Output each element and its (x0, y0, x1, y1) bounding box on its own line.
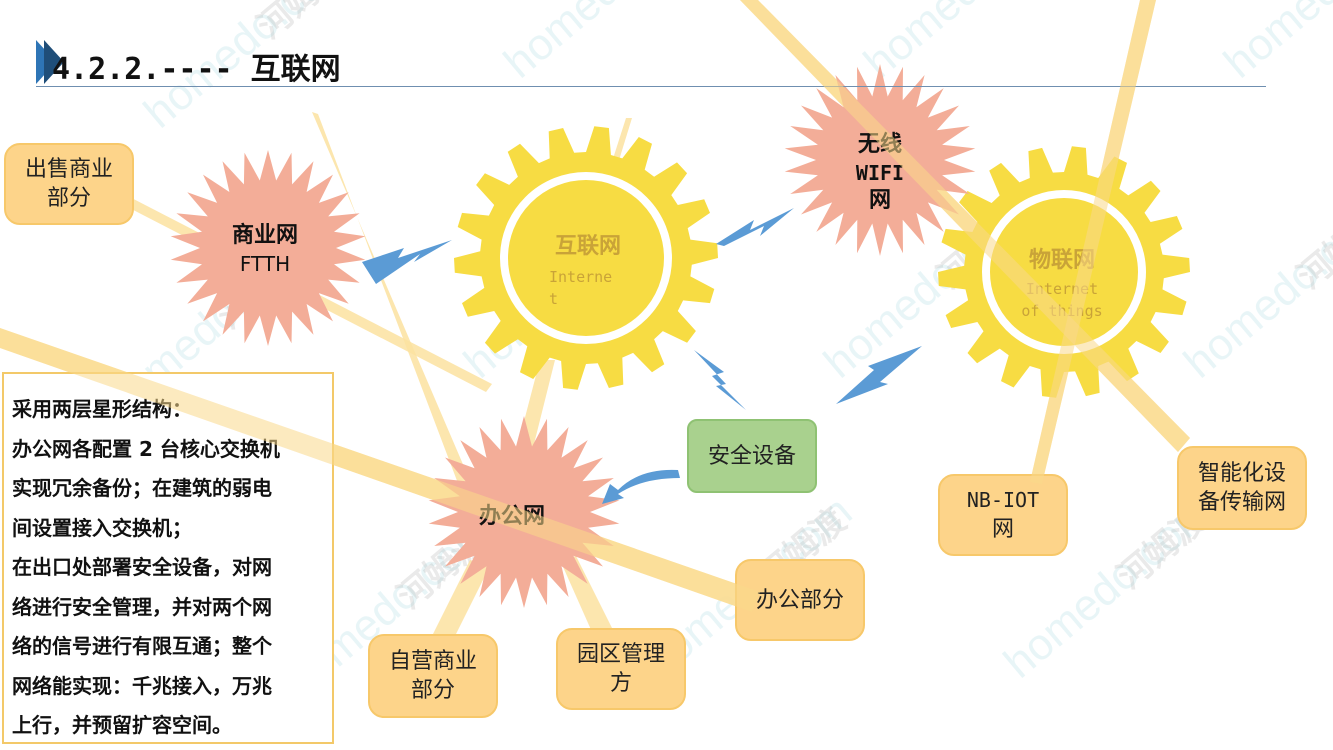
internet-label-en-line1: Interne (549, 268, 613, 286)
park-management-line1: 园区管理 (576, 642, 665, 667)
smart-device-line2: 备传输网 (1197, 490, 1286, 515)
self-operated-box: 自营商业部分 (368, 634, 498, 718)
internet-label-en: Interne t (549, 266, 612, 310)
office-net-label: 办公网 (478, 504, 545, 529)
nbiot-box: NB-IOT 网 (938, 474, 1068, 556)
security-device-box: 安全设备 (687, 419, 817, 493)
title-divider (36, 86, 1266, 87)
wireless-label: 无线 WIFI 网 (820, 131, 940, 215)
iot-label-en-line1: Internet (1025, 280, 1099, 298)
description-line: 在出口处部署安全设备，对网 (12, 555, 272, 579)
office-dept-label: 办公部分 (755, 587, 844, 613)
lightning-bolt-icon (362, 240, 452, 284)
commercial-net-label: 商业网 FTTH (205, 222, 325, 278)
sales-box-line2: 部分 (46, 186, 91, 211)
description-line: 上行，并预留扩容空间。 (12, 713, 232, 737)
park-management-line2: 方 (609, 671, 632, 696)
watermark-text: homedo.com (495, 0, 721, 88)
description-line: 络进行安全管理，并对两个网 (12, 594, 272, 619)
description-line: 办公网各配置 2 台核心交换机 (12, 436, 280, 461)
commercial-net-label-line1: 商业网 (231, 223, 298, 248)
wireless-label-line3: 网 (868, 188, 891, 213)
sales-box-line1: 出售商业 (24, 157, 113, 182)
watermark-text: homedo.com (1215, 0, 1333, 88)
security-device-label: 安全设备 (707, 443, 796, 469)
self-operated-line2: 部分 (410, 678, 455, 703)
lightning-bolt-icon (716, 208, 794, 246)
iot-label-en: Internet of things (1002, 278, 1122, 322)
smart-device-line1: 智能化设 (1197, 461, 1286, 486)
description-line: 络的信号进行有限互通；整个 (12, 634, 272, 658)
description-panel: 采用两层星形结构： 办公网各配置 2 台核心交换机 实现冗余备份；在建筑的弱电 … (2, 372, 334, 744)
wireless-label-line2: WIFI (855, 161, 905, 185)
page-title: 4.2.2.---- 互联网 (52, 52, 341, 87)
watermark-text: homedo.com (855, 0, 1081, 88)
title-marker-icon (36, 40, 64, 84)
commercial-net-starburst (170, 150, 366, 346)
commercial-net-label-line2: FTTH (239, 252, 291, 276)
internet-label-en-line2: t (549, 290, 559, 308)
sales-box: 出售商业部分 (4, 143, 134, 225)
description-line: 采用两层星形结构： (12, 397, 192, 421)
nbiot-line1: NB-IOT (966, 488, 1040, 512)
internet-label-cn: 互联网 (554, 234, 621, 259)
lightning-bolt-icon (694, 350, 746, 410)
office-dept-box: 办公部分 (735, 559, 865, 641)
self-operated-line1: 自营商业 (388, 649, 477, 674)
wireless-label-line1: 无线 (857, 132, 902, 157)
iot-label-en-line2: of things (1021, 302, 1103, 320)
description-line: 间设置接入交换机； (12, 515, 192, 540)
description-line: 网络能实现：千兆接入，万兆 (12, 673, 272, 698)
park-management-box: 园区管理方 (556, 628, 686, 710)
iot-label-cn: 物联网 (1028, 248, 1095, 273)
nbiot-line2: 网 (991, 517, 1014, 542)
security-to-office-arrow (602, 469, 680, 504)
description-line: 实现冗余备份；在建筑的弱电 (12, 476, 272, 500)
smart-device-box: 智能化设备传输网 (1177, 446, 1307, 530)
